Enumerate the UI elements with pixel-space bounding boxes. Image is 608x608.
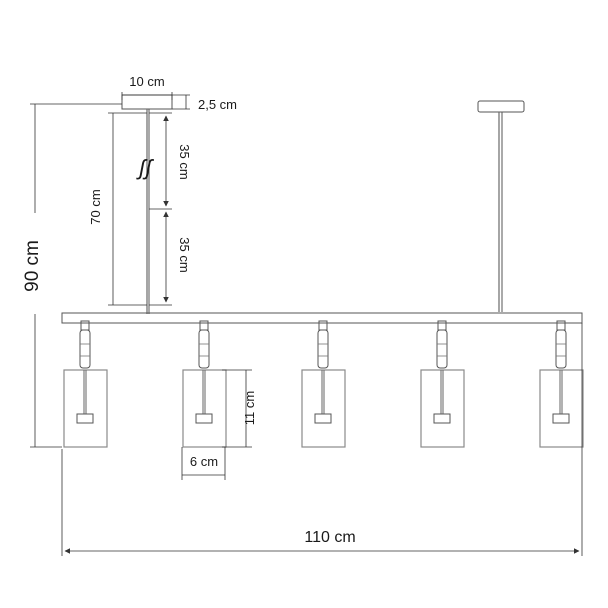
shade-1	[63, 320, 108, 448]
shade-socket	[436, 329, 448, 369]
shade-5	[539, 320, 584, 448]
shade-socket	[79, 329, 91, 369]
dim-rod-upper: 35 cm	[149, 112, 192, 210]
label-rod-upper: 35 cm	[177, 144, 192, 179]
dim-total-width: 110 cm	[61, 323, 583, 556]
main-bar	[61, 312, 583, 324]
shade-mount	[437, 320, 447, 331]
label-total-height: 90 cm	[22, 240, 43, 292]
shade-mount	[556, 320, 566, 331]
shade-3	[301, 320, 346, 448]
shade-4	[420, 320, 465, 448]
shade-socket	[317, 329, 329, 369]
label-canopy-width: 10 cm	[129, 74, 164, 89]
dim-shade-width: 6 cm	[181, 447, 226, 480]
dim-shade-height: 11 cm	[222, 369, 257, 448]
label-canopy-height: 2,5 cm	[198, 97, 237, 112]
bulb	[433, 413, 451, 424]
label-shade-height: 11 cm	[242, 391, 257, 425]
label-total-width: 110 cm	[304, 529, 355, 546]
rod-break-symbol: ʃʃ	[136, 155, 154, 180]
shade-mount	[80, 320, 90, 331]
shade-mount	[199, 320, 209, 331]
label-shade-width: 6 cm	[190, 454, 218, 469]
bulb	[552, 413, 570, 424]
shade-socket	[555, 329, 567, 369]
right-canopy	[477, 100, 525, 113]
dim-rod-total: 70 cm	[88, 112, 147, 306]
shade-mount	[318, 320, 328, 331]
bulb	[76, 413, 94, 424]
dim-canopy-width: 10 cm	[121, 74, 173, 100]
dim-rod-lower: 35 cm	[149, 211, 192, 306]
bulb	[195, 413, 213, 424]
left-suspension	[121, 94, 173, 314]
left-canopy	[121, 94, 173, 110]
shade-2	[182, 320, 227, 448]
dim-total-height: 90 cm	[22, 103, 122, 448]
label-rod-total: 70 cm	[88, 189, 103, 224]
dim-canopy-height: 2,5 cm	[172, 94, 237, 112]
shades-group	[63, 320, 584, 448]
label-rod-lower: 35 cm	[177, 237, 192, 272]
bulb	[314, 413, 332, 424]
right-suspension	[477, 100, 525, 312]
shade-socket	[198, 329, 210, 369]
